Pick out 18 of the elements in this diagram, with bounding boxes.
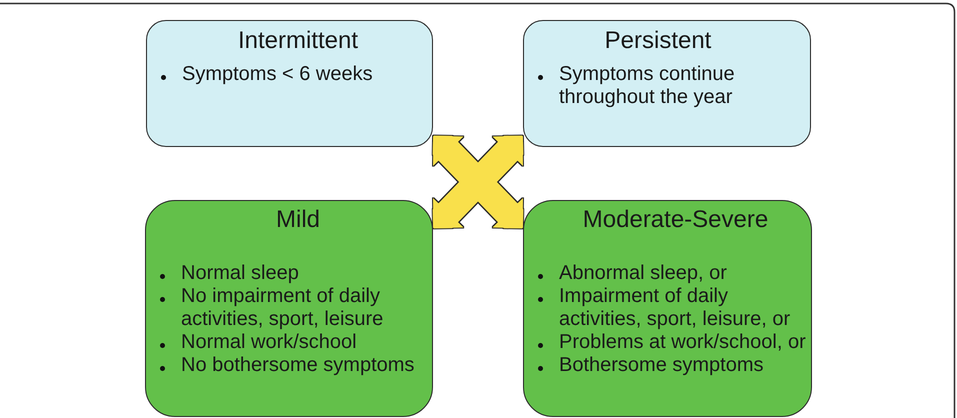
category-panel <box>146 20 433 147</box>
category-panel <box>523 20 811 147</box>
bullet-text: No impairment of daily activities, sport, leisure <box>181 284 384 331</box>
category-panel <box>145 200 433 417</box>
bullet-text: Symptoms < 6 weeks <box>182 62 373 86</box>
bullet-text: Problems at work/school, or <box>559 330 806 354</box>
bullet-text: No bothersome symptoms <box>181 354 414 377</box>
category-heading: Mild <box>276 206 320 234</box>
bullet-text: Abnormal sleep, or <box>559 262 727 285</box>
bullet-text: Symptoms continue throughout the year <box>559 62 736 109</box>
bullet-text: Normal sleep <box>181 262 299 285</box>
category-heading: Persistent <box>604 27 712 56</box>
category-panel <box>523 200 812 417</box>
bullet-text: Normal work/school <box>181 330 357 354</box>
bullet-text: Bothersome symptoms <box>559 354 764 377</box>
category-heading: Intermittent <box>238 27 358 56</box>
bullet-text: Impairment of daily activities, sport, leisure, or <box>559 284 792 331</box>
category-heading: Moderate-Severe <box>582 206 768 234</box>
